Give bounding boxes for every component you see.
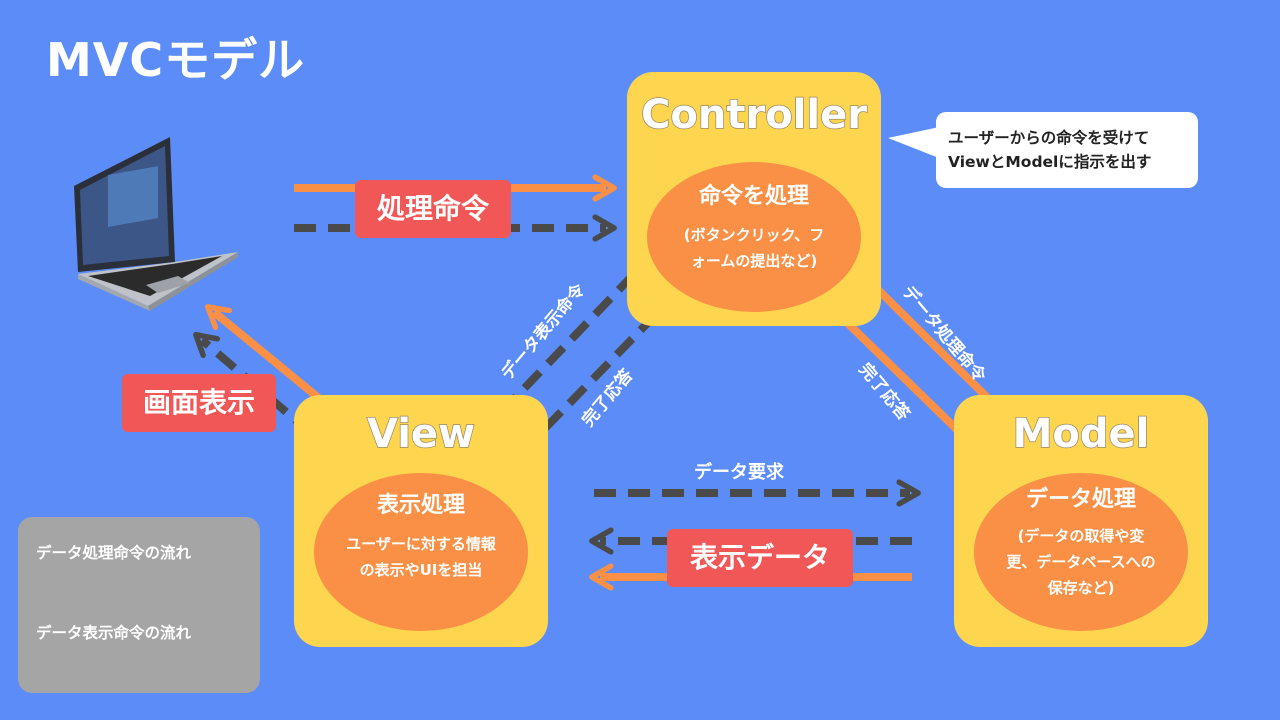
laptop-icon: [74, 137, 238, 311]
controller-box: Controller 命令を処理 (ボタンクリック、フ ォームの提出など): [627, 72, 881, 326]
legend-display-flow: データ表示命令の流れ: [36, 624, 192, 642]
view-heading: 表示処理: [376, 493, 465, 518]
model-box: Model データ処理 (データの取得や変 更、データベースへの 保存など): [954, 395, 1208, 647]
controller-title: Controller: [640, 91, 867, 139]
controller-ellipse: 命令を処理 (ボタンクリック、フ ォームの提出など): [647, 162, 861, 312]
label-display-data: 表示データ: [667, 529, 853, 587]
label-process-command: 処理命令: [355, 180, 511, 238]
view-box: View 表示処理 ユーザーに対する情報 の表示やUIを担当: [294, 395, 548, 647]
page-title: MVCモデル: [46, 33, 306, 87]
controller-note-bubble: ユーザーからの命令を受けて ViewとModelに指示を出す: [936, 112, 1198, 188]
model-title: Model: [1012, 410, 1150, 458]
label-data-request: データ要求: [694, 462, 784, 483]
controller-heading: 命令を処理: [698, 184, 809, 209]
view-title: View: [366, 410, 476, 458]
view-ellipse: 表示処理 ユーザーに対する情報 の表示やUIを担当: [314, 473, 528, 631]
legend-process-flow: データ処理命令の流れ: [36, 544, 192, 562]
legend: データ処理命令の流れ データ表示命令の流れ: [18, 517, 260, 693]
view-desc-2: の表示やUIを担当: [359, 561, 483, 579]
controller-desc-1: (ボタンクリック、フ: [683, 226, 825, 244]
model-desc-3: 保存など): [1047, 579, 1115, 597]
bubble-line-2: ViewとModelに指示を出す: [948, 153, 1152, 171]
model-desc-2: 更、データベースへの: [1006, 553, 1156, 571]
model-desc-1: (データの取得や変: [1017, 527, 1145, 545]
bubble-line-1: ユーザーからの命令を受けて: [948, 129, 1150, 147]
arrow-complete-response-right: [821, 297, 981, 453]
arrow-data-process-command: [855, 267, 1015, 425]
controller-desc-2: ォームの提出など): [690, 252, 818, 270]
model-heading: データ処理: [1025, 487, 1136, 512]
model-ellipse: データ処理 (データの取得や変 更、データベースへの 保存など): [974, 473, 1188, 631]
arrow-screen-display: [204, 304, 329, 408]
bubble-tail: [888, 126, 944, 160]
view-desc-1: ユーザーに対する情報: [346, 535, 496, 553]
label-screen-display: 画面表示: [122, 374, 276, 432]
